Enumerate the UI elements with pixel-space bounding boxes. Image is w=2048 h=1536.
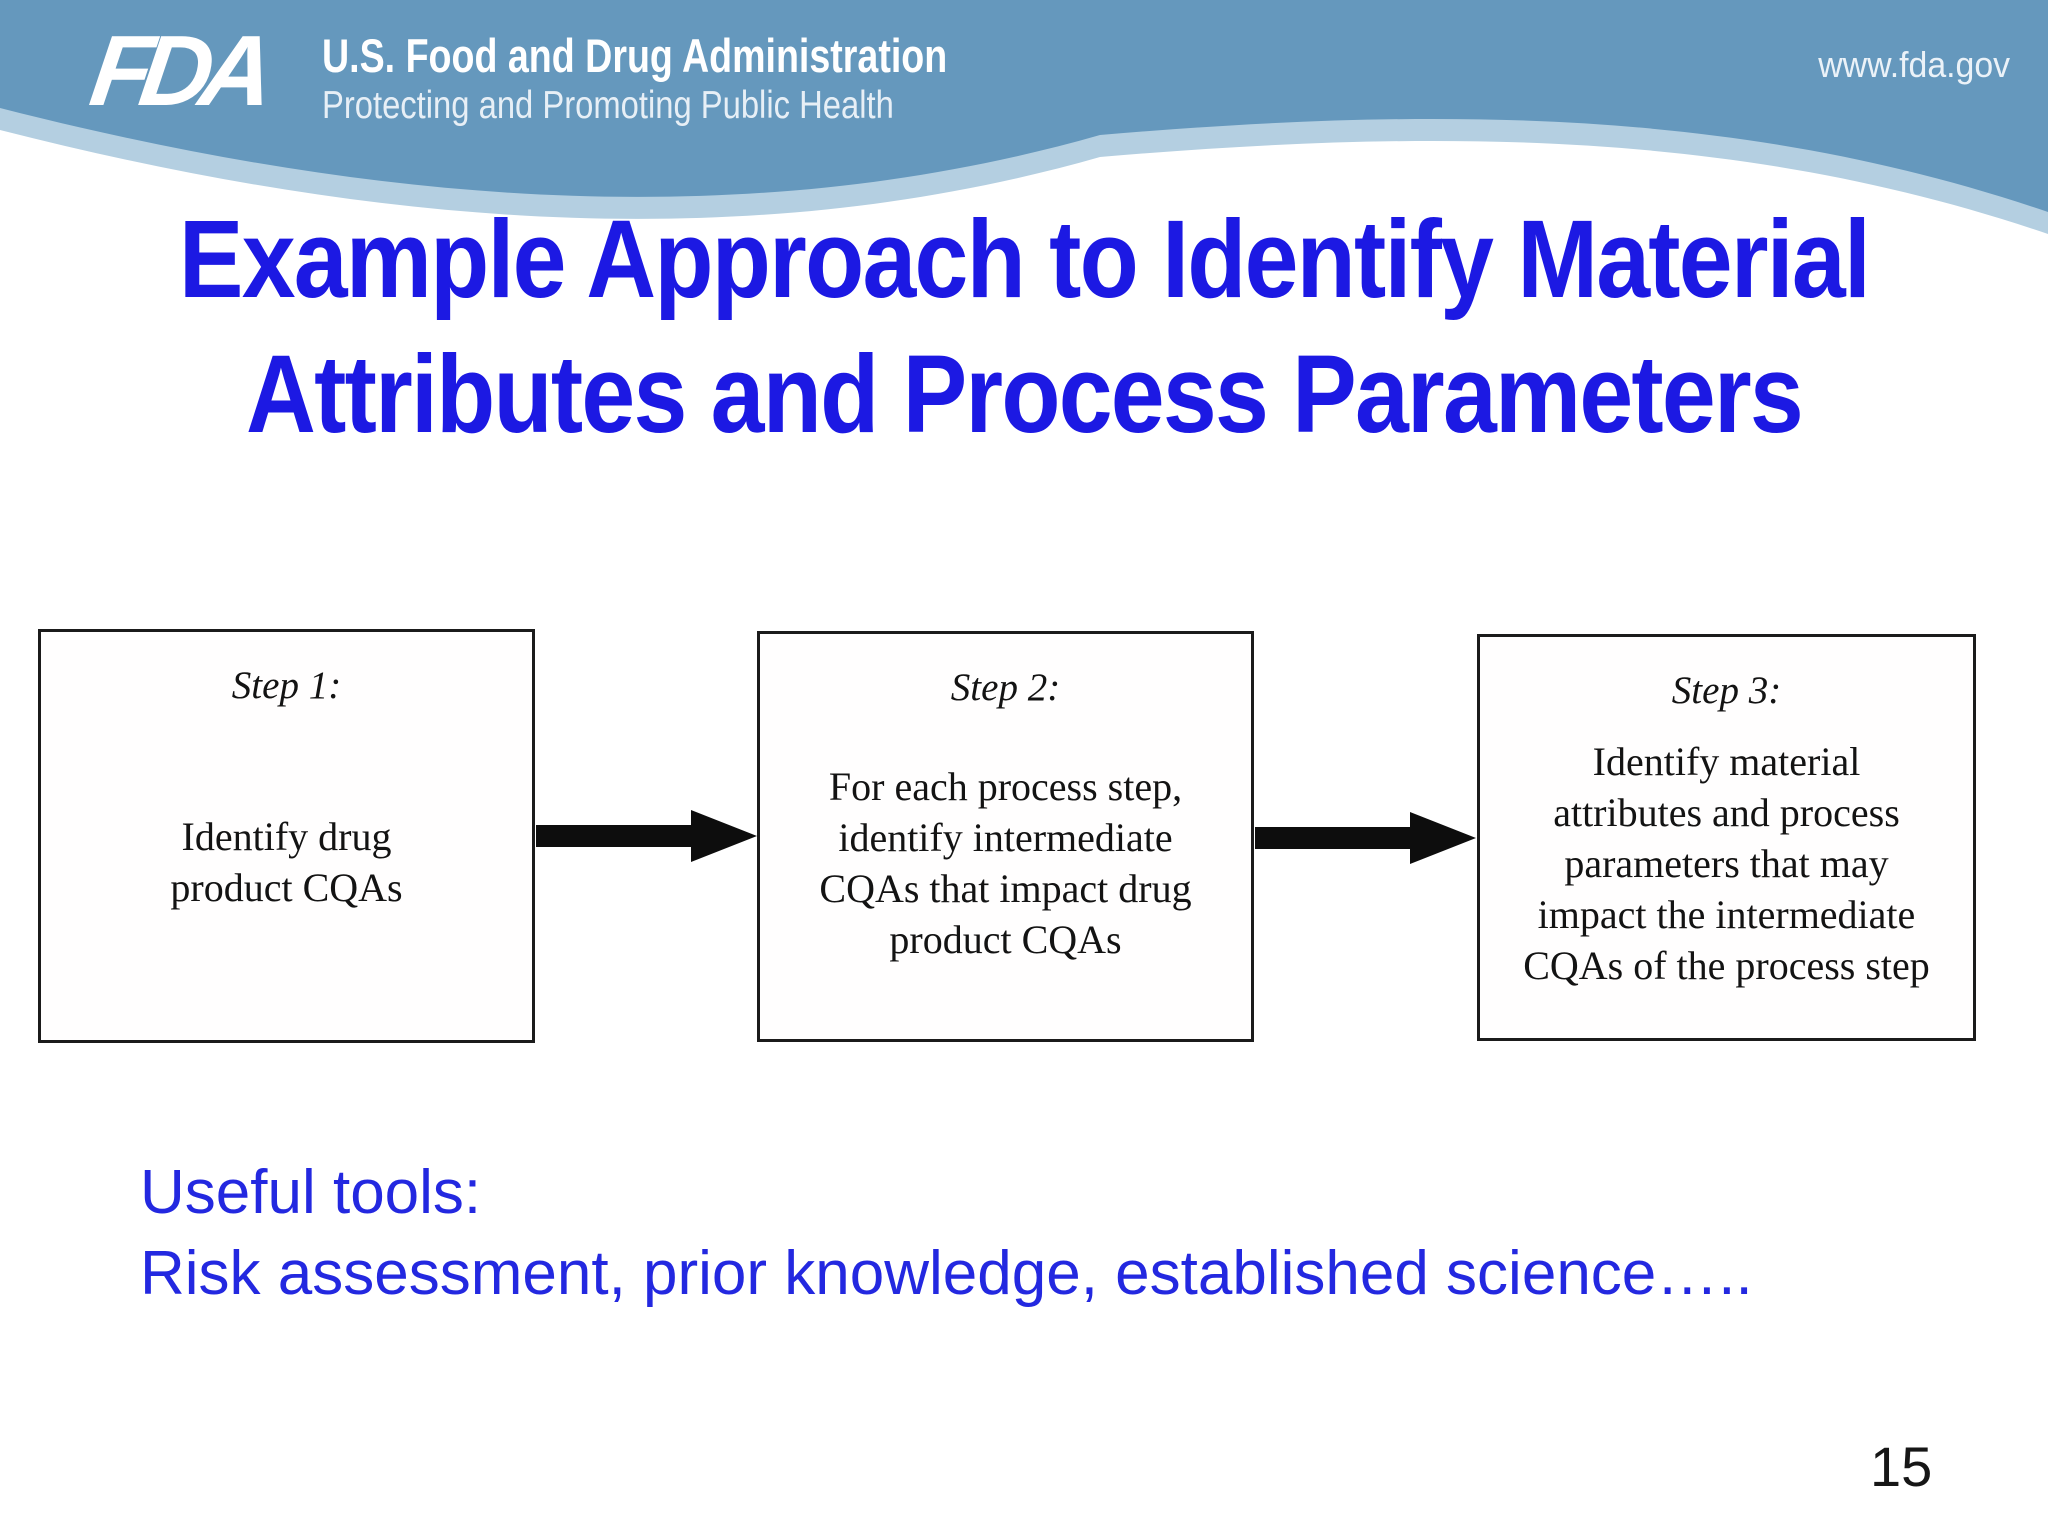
step-2-body: For each process step, identify intermed… bbox=[819, 763, 1192, 962]
header-website-link: www.fda.gov bbox=[1818, 44, 2010, 85]
step-1-body-wrap: Identify drug product CQAs bbox=[41, 710, 532, 1040]
notes: Useful tools: Risk assessment, prior kno… bbox=[140, 1152, 1753, 1314]
step-box-2: Step 2: For each process step, identify … bbox=[757, 631, 1254, 1042]
step-3-body: Identify material attributes and process… bbox=[1523, 739, 1930, 988]
slide-title-line1: Example Approach to Identify Material bbox=[178, 198, 1871, 321]
step-3-heading: Step 3: bbox=[1671, 669, 1782, 712]
header-band-curve bbox=[0, 0, 2048, 212]
fda-logo: FDA bbox=[84, 15, 270, 127]
step-3-body-wrap: Identify material attributes and process… bbox=[1480, 715, 1973, 1038]
step-1-heading: Step 1: bbox=[231, 664, 342, 707]
header-tagline: Protecting and Promoting Public Health bbox=[322, 84, 894, 127]
step-box-3: Step 3: Identify material attributes and… bbox=[1477, 634, 1976, 1041]
step-2-body-wrap: For each process step, identify intermed… bbox=[760, 712, 1251, 1039]
slide-title: Example Approach to Identify Material At… bbox=[0, 192, 2048, 462]
step-box-1: Step 1: Identify drug product CQAs bbox=[38, 629, 535, 1043]
page-number: 15 bbox=[1870, 1435, 1933, 1498]
step-2-heading: Step 2: bbox=[950, 666, 1061, 709]
notes-line2: Risk assessment, prior knowledge, establ… bbox=[140, 1239, 1753, 1308]
slide-title-line2: Attributes and Process Parameters bbox=[246, 333, 1804, 456]
notes-line1: Useful tools: bbox=[140, 1158, 482, 1227]
header-org-name: U.S. Food and Drug Administration bbox=[322, 29, 948, 82]
flow-arrow-1 bbox=[536, 810, 757, 862]
step-1-body: Identify drug product CQAs bbox=[170, 814, 403, 910]
flow-arrow-2 bbox=[1255, 812, 1476, 864]
header-band bbox=[0, 0, 2048, 234]
